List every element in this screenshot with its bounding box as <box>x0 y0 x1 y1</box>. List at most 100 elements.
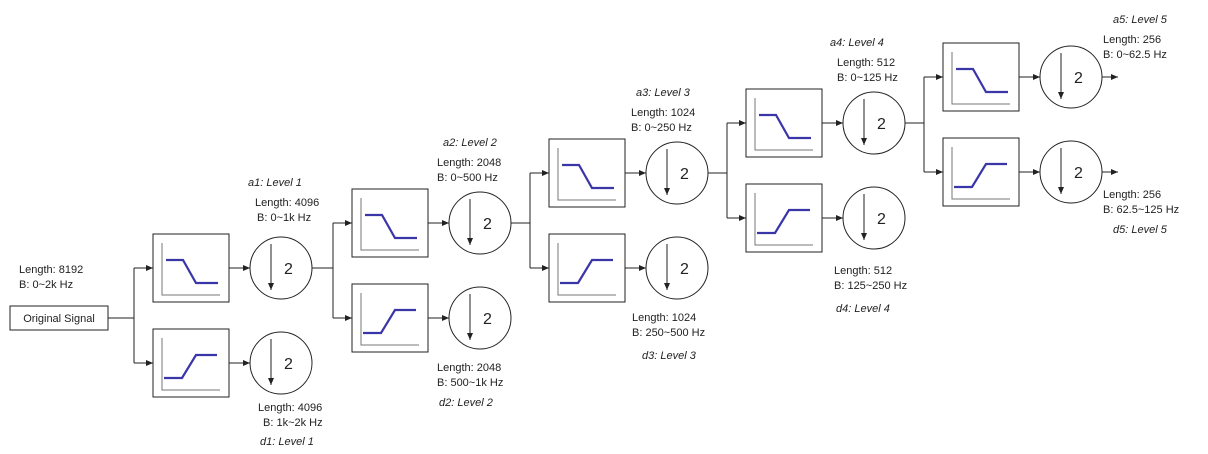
downsampler-circle <box>249 236 313 300</box>
a3-downsampler: 2 <box>645 141 709 205</box>
d4-downsampler: 2 <box>842 186 906 250</box>
filter-box <box>152 328 230 398</box>
a5-lowpass-filter <box>942 42 1020 112</box>
filter-box <box>152 233 230 303</box>
filter-axes <box>557 148 616 201</box>
filter-axes <box>557 243 616 296</box>
downsampler-circle <box>842 91 906 155</box>
d1-downsampler: 2 <box>249 331 313 395</box>
d4-highpass-filter <box>745 183 823 253</box>
highpass-response-curve <box>363 308 416 335</box>
a2-level-label: a2: Level 2 <box>443 137 497 149</box>
d4-level-label: d4: Level 4 <box>836 303 890 315</box>
a2-downsampler: 2 <box>448 191 512 255</box>
downsample-factor-label: 2 <box>877 211 886 228</box>
source-length-label: Length: 8192 <box>19 264 83 276</box>
lowpass-response-curve <box>166 258 218 285</box>
d1-length-label: Length: 4096 <box>258 402 322 414</box>
filter-axes <box>754 193 813 246</box>
d5-level-label: d5: Level 5 <box>1113 224 1168 236</box>
d5-highpass-filter <box>942 137 1020 207</box>
filter-axes <box>951 52 1010 105</box>
a5-length-label: Length: 256 <box>1103 34 1161 46</box>
downsampler-circle <box>645 141 709 205</box>
d3-level-label: d3: Level 3 <box>642 350 697 362</box>
d1-level-label: d1: Level 1 <box>260 436 314 448</box>
lowpass-response-curve <box>956 67 1008 94</box>
filter-box <box>745 88 823 158</box>
d1-band-label: B: 1k~2k Hz <box>263 417 323 429</box>
downsampler-circle <box>1039 45 1103 109</box>
downsampler-circle <box>249 331 313 395</box>
downsample-factor-label: 2 <box>284 356 293 373</box>
d1-highpass-filter <box>152 328 230 398</box>
d3-length-label: Length: 1024 <box>632 312 696 324</box>
a1-lowpass-filter <box>152 233 230 303</box>
d2-highpass-filter <box>351 283 429 353</box>
filter-axes <box>360 198 419 251</box>
d2-band-label: B: 500~1k Hz <box>437 377 503 389</box>
d4-length-label: Length: 512 <box>834 265 892 277</box>
downsample-factor-label: 2 <box>877 116 886 133</box>
filter-axes <box>161 338 220 391</box>
downsample-factor-label: 2 <box>284 261 293 278</box>
a3-band-label: B: 0~250 Hz <box>631 122 692 134</box>
a5-downsampler: 2 <box>1039 45 1103 109</box>
downsampler-circle <box>842 186 906 250</box>
original-signal-label: Original Signal <box>23 313 95 325</box>
downsampler-circle <box>1039 140 1103 204</box>
lowpass-response-curve <box>562 163 614 190</box>
d2-downsampler: 2 <box>448 286 512 350</box>
d2-length-label: Length: 2048 <box>437 362 501 374</box>
original-signal-box <box>9 305 109 331</box>
a2-band-label: B: 0~500 Hz <box>437 172 498 184</box>
filter-bank-nodes: 2 2 2 2 2 2 2 2 2 2 <box>152 42 1103 398</box>
downsample-factor-label: 2 <box>483 216 492 233</box>
downsampler-circle <box>448 286 512 350</box>
d3-downsampler: 2 <box>645 236 709 300</box>
a4-band-label: B: 0~125 Hz <box>837 72 898 84</box>
downsample-factor-label: 2 <box>1074 165 1083 182</box>
a5-level-label: a5: Level 5 <box>1113 14 1168 26</box>
lowpass-response-curve <box>365 213 417 240</box>
filter-box <box>942 42 1020 112</box>
filter-axes <box>161 243 220 296</box>
downsampler-circle <box>448 191 512 255</box>
d3-highpass-filter <box>548 233 626 303</box>
a3-length-label: Length: 1024 <box>631 107 695 119</box>
a4-level-label: a4: Level 4 <box>830 37 884 49</box>
filter-axes <box>360 293 419 346</box>
d5-band-label: B: 62.5~125 Hz <box>1103 204 1179 216</box>
lowpass-response-curve <box>759 113 811 140</box>
d5-downsampler: 2 <box>1039 140 1103 204</box>
downsampler-circle <box>645 236 709 300</box>
original-signal: Length: 8192 B: 0~2k Hz Original Signal <box>9 264 109 331</box>
a1-length-label: Length: 4096 <box>255 197 319 209</box>
highpass-response-curve <box>954 162 1007 189</box>
filter-box <box>548 138 626 208</box>
highpass-response-curve <box>757 208 810 235</box>
a2-lowpass-filter <box>351 188 429 258</box>
highpass-response-curve <box>164 353 217 380</box>
filter-axes <box>754 98 813 151</box>
filter-axes <box>951 147 1010 200</box>
a1-downsampler: 2 <box>249 236 313 300</box>
a4-lowpass-filter <box>745 88 823 158</box>
a4-length-label: Length: 512 <box>837 57 895 69</box>
downsample-factor-label: 2 <box>483 311 492 328</box>
source-band-label: B: 0~2k Hz <box>19 279 73 291</box>
d4-band-label: B: 125~250 Hz <box>834 280 907 292</box>
d5-length-label: Length: 256 <box>1103 189 1161 201</box>
a3-lowpass-filter <box>548 138 626 208</box>
a1-level-label: a1: Level 1 <box>248 177 302 189</box>
filter-box <box>351 188 429 258</box>
d3-band-label: B: 250~500 Hz <box>632 327 705 339</box>
downsample-factor-label: 2 <box>680 166 689 183</box>
downsample-factor-label: 2 <box>680 261 689 278</box>
highpass-response-curve <box>560 258 613 285</box>
connector-lines <box>108 74 1118 366</box>
a1-band-label: B: 0~1k Hz <box>257 212 311 224</box>
d2-level-label: d2: Level 2 <box>439 397 493 409</box>
downsample-factor-label: 2 <box>1074 70 1083 87</box>
